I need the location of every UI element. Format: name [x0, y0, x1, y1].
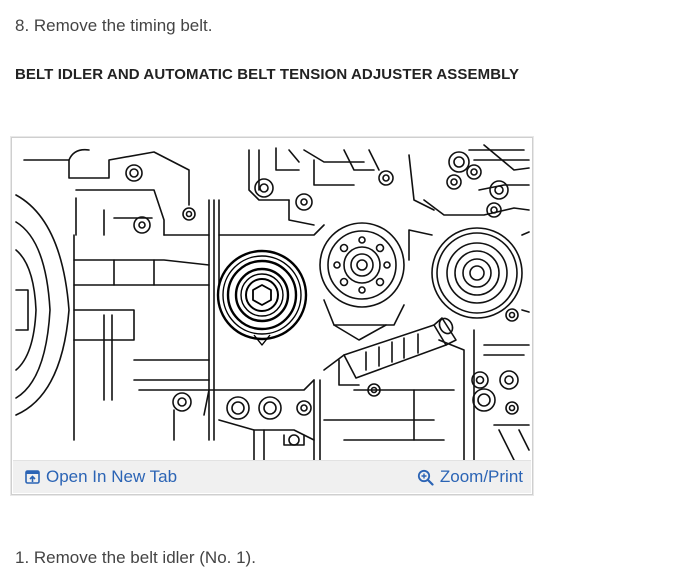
- open-in-new-tab-label: Open In New Tab: [46, 467, 178, 486]
- zoom-magnifier-icon: [417, 469, 434, 486]
- step-text: 8. Remove the timing belt.: [15, 16, 213, 35]
- substep-text: 1. Remove the belt idler (No. 1).: [15, 548, 256, 567]
- engine-line-drawing: [14, 140, 530, 462]
- zoom-print-label: Zoom/Print: [439, 467, 523, 486]
- zoom-print-link[interactable]: Zoom/Print: [417, 467, 523, 487]
- open-new-tab-icon: [25, 470, 40, 484]
- section-heading: BELT IDLER AND AUTOMATIC BELT TENSION AD…: [15, 66, 520, 83]
- diagram-figure: Open In New Tab Zoom/Print: [11, 137, 533, 495]
- figure-action-bar: Open In New Tab Zoom/Print: [13, 460, 531, 493]
- open-in-new-tab-link[interactable]: Open In New Tab: [25, 467, 177, 487]
